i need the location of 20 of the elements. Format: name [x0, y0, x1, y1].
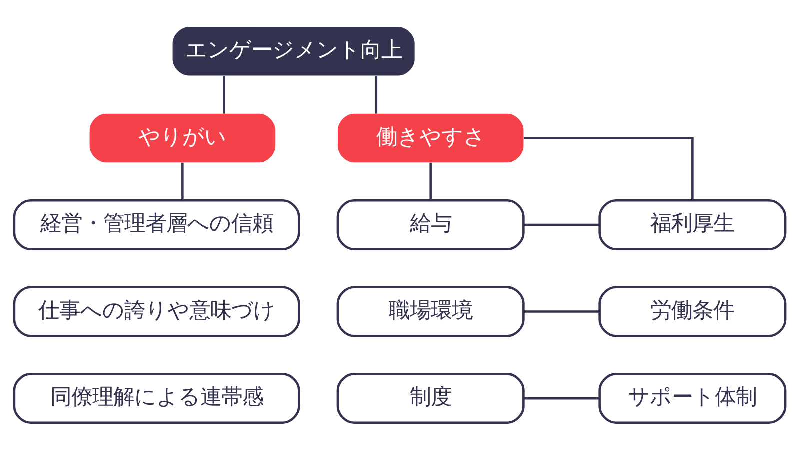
- connector: [430, 162, 432, 201]
- node-box: 労働条件: [598, 286, 787, 338]
- connector: [375, 76, 378, 114]
- node-box: 給与: [336, 200, 525, 250]
- connector: [524, 224, 600, 226]
- node-box: 仕事への誇りや意味づけ: [13, 286, 300, 338]
- connector: [524, 397, 600, 400]
- node-box: 福利厚生: [598, 200, 787, 250]
- node-box: 同僚理解による連帯感: [13, 373, 300, 424]
- connector: [223, 76, 226, 114]
- node-box: 経営・管理者層への信頼: [13, 200, 300, 250]
- node-box: 制度: [336, 373, 525, 424]
- node-box: やりがい: [90, 114, 276, 163]
- connector: [524, 137, 694, 200]
- node-box: 職場環境: [336, 286, 525, 338]
- node-box: 働きやすさ: [338, 114, 524, 163]
- connector: [524, 310, 600, 313]
- node-box: サポート体制: [598, 373, 787, 424]
- connector: [182, 162, 184, 201]
- node-box: エンゲージメント向上: [172, 27, 415, 76]
